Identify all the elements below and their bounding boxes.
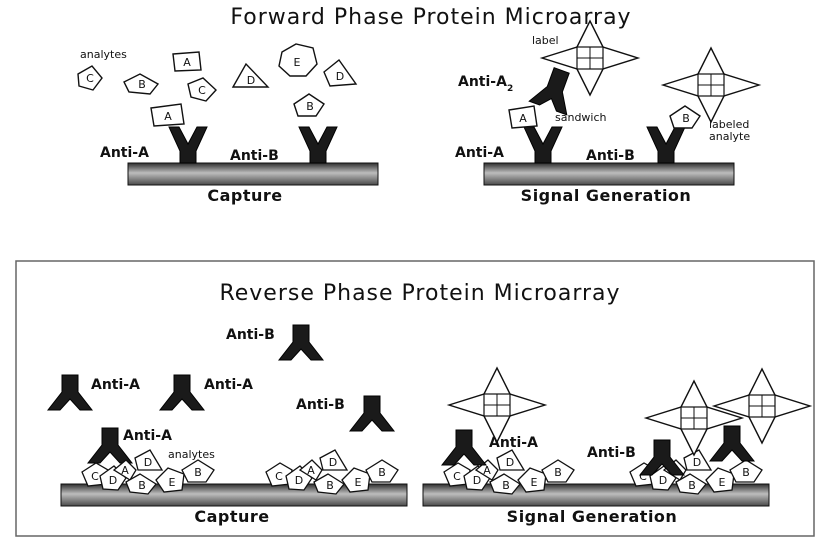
forward-analytes-label: analytes xyxy=(80,48,127,61)
forward-signal-anti-b-label: Anti-B xyxy=(586,148,635,164)
lysate-cluster-3: C D A B D E B xyxy=(443,449,575,495)
analyte-d-floating-2: D xyxy=(323,58,358,87)
reverse-capture-caption: Capture xyxy=(194,507,269,526)
anti-b-antibody xyxy=(298,126,338,164)
reverse-panel-border xyxy=(15,260,815,537)
anti-a2-antibody xyxy=(528,67,570,116)
svg-text:D: D xyxy=(144,456,152,469)
analyte-a-floating-2: A xyxy=(150,103,185,127)
analyte-b-floating-2: B xyxy=(293,93,325,117)
svg-text:D: D xyxy=(659,474,667,487)
forward-signal-anti-a-label: Anti-A xyxy=(455,145,504,161)
svg-text:B: B xyxy=(688,479,696,492)
label-text: label xyxy=(532,34,559,47)
reverse-anti-b-label-1: Anti-B xyxy=(226,327,275,343)
svg-text:E: E xyxy=(294,56,301,69)
anti-a-antibody-floating xyxy=(47,374,93,411)
svg-text:E: E xyxy=(531,476,538,489)
reverse-anti-a-label-2: Anti-A xyxy=(204,377,253,393)
analyte-a-bound: A xyxy=(508,105,538,129)
svg-text:C: C xyxy=(91,470,99,483)
svg-text:B: B xyxy=(306,100,314,113)
svg-text:D: D xyxy=(329,456,337,469)
analyte-c-floating-2: C xyxy=(187,77,217,102)
lysate-cluster-1: C D A B D E B xyxy=(81,449,215,495)
svg-text:B: B xyxy=(138,479,146,492)
svg-text:B: B xyxy=(326,479,334,492)
svg-text:A: A xyxy=(483,464,491,477)
analyte-e-floating: E xyxy=(278,43,318,77)
lysate-cluster-2: C D A B D E B xyxy=(265,449,399,495)
svg-text:D: D xyxy=(295,474,303,487)
svg-text:B: B xyxy=(682,112,690,125)
reverse-analytes-label: analytes xyxy=(168,448,215,461)
anti-b-antibody-signal-bound-2 xyxy=(709,425,755,462)
labeled-analyte-text-1: labeled xyxy=(709,118,749,131)
analyte-c-floating: C xyxy=(77,65,103,91)
anti-a-antibody-signal xyxy=(523,126,563,164)
svg-text:A: A xyxy=(307,464,315,477)
anti-a-antibody-signal-bound xyxy=(441,429,487,466)
anti-b-antibody-floating-2 xyxy=(349,395,395,432)
svg-text:A: A xyxy=(519,112,527,125)
svg-text:D: D xyxy=(473,474,481,487)
svg-text:B: B xyxy=(138,78,146,91)
svg-text:A: A xyxy=(183,56,191,69)
svg-text:A: A xyxy=(121,464,129,477)
svg-text:B: B xyxy=(742,466,750,479)
svg-text:C: C xyxy=(639,470,647,483)
reverse-title: Reverse Phase Protein Microarray xyxy=(219,281,620,306)
reverse-anti-a-label-1: Anti-A xyxy=(91,377,140,393)
svg-text:C: C xyxy=(453,470,461,483)
anti-b-antibody-signal xyxy=(646,126,686,164)
reverse-signal-anti-b-label: Anti-B xyxy=(587,445,636,461)
forward-signal-caption: Signal Generation xyxy=(521,186,692,205)
svg-text:C: C xyxy=(86,72,94,85)
reverse-anti-a-label-3: Anti-A xyxy=(123,428,172,444)
anti-a-antibody xyxy=(168,126,208,164)
forward-anti-b-label: Anti-B xyxy=(230,148,279,164)
reverse-signal-anti-a-label: Anti-A xyxy=(489,435,538,451)
anti-a2-label: Anti-A2 xyxy=(458,74,513,94)
analyte-d-floating: D xyxy=(231,62,270,88)
anti-a-antibody-floating-2 xyxy=(159,374,205,411)
sandwich-label: sandwich xyxy=(555,111,607,124)
svg-text:D: D xyxy=(506,456,514,469)
analyte-b-floating: B xyxy=(123,73,160,95)
svg-text:C: C xyxy=(198,84,206,97)
svg-text:B: B xyxy=(194,466,202,479)
forward-capture-caption: Capture xyxy=(207,186,282,205)
svg-text:D: D xyxy=(109,474,117,487)
forward-anti-a-label: Anti-A xyxy=(100,145,149,161)
anti-b-antibody-floating xyxy=(278,324,324,361)
labeled-analyte-text-2: analyte xyxy=(709,130,750,143)
svg-text:B: B xyxy=(502,479,510,492)
svg-text:D: D xyxy=(247,74,255,87)
labeled-analyte-b: B xyxy=(669,105,701,129)
svg-text:C: C xyxy=(275,470,283,483)
svg-text:D: D xyxy=(693,456,701,469)
forward-title: Forward Phase Protein Microarray xyxy=(230,5,631,30)
analyte-a-floating: A xyxy=(172,51,202,72)
svg-text:B: B xyxy=(378,466,386,479)
svg-text:D: D xyxy=(336,70,344,83)
svg-text:E: E xyxy=(719,476,726,489)
forward-capture-substrate xyxy=(127,162,379,186)
svg-text:E: E xyxy=(355,476,362,489)
reverse-anti-b-label-2: Anti-B xyxy=(296,397,345,413)
svg-text:B: B xyxy=(554,466,562,479)
svg-text:E: E xyxy=(169,476,176,489)
svg-text:A: A xyxy=(164,110,172,123)
forward-signal-substrate xyxy=(483,162,735,186)
reverse-signal-caption: Signal Generation xyxy=(507,507,678,526)
